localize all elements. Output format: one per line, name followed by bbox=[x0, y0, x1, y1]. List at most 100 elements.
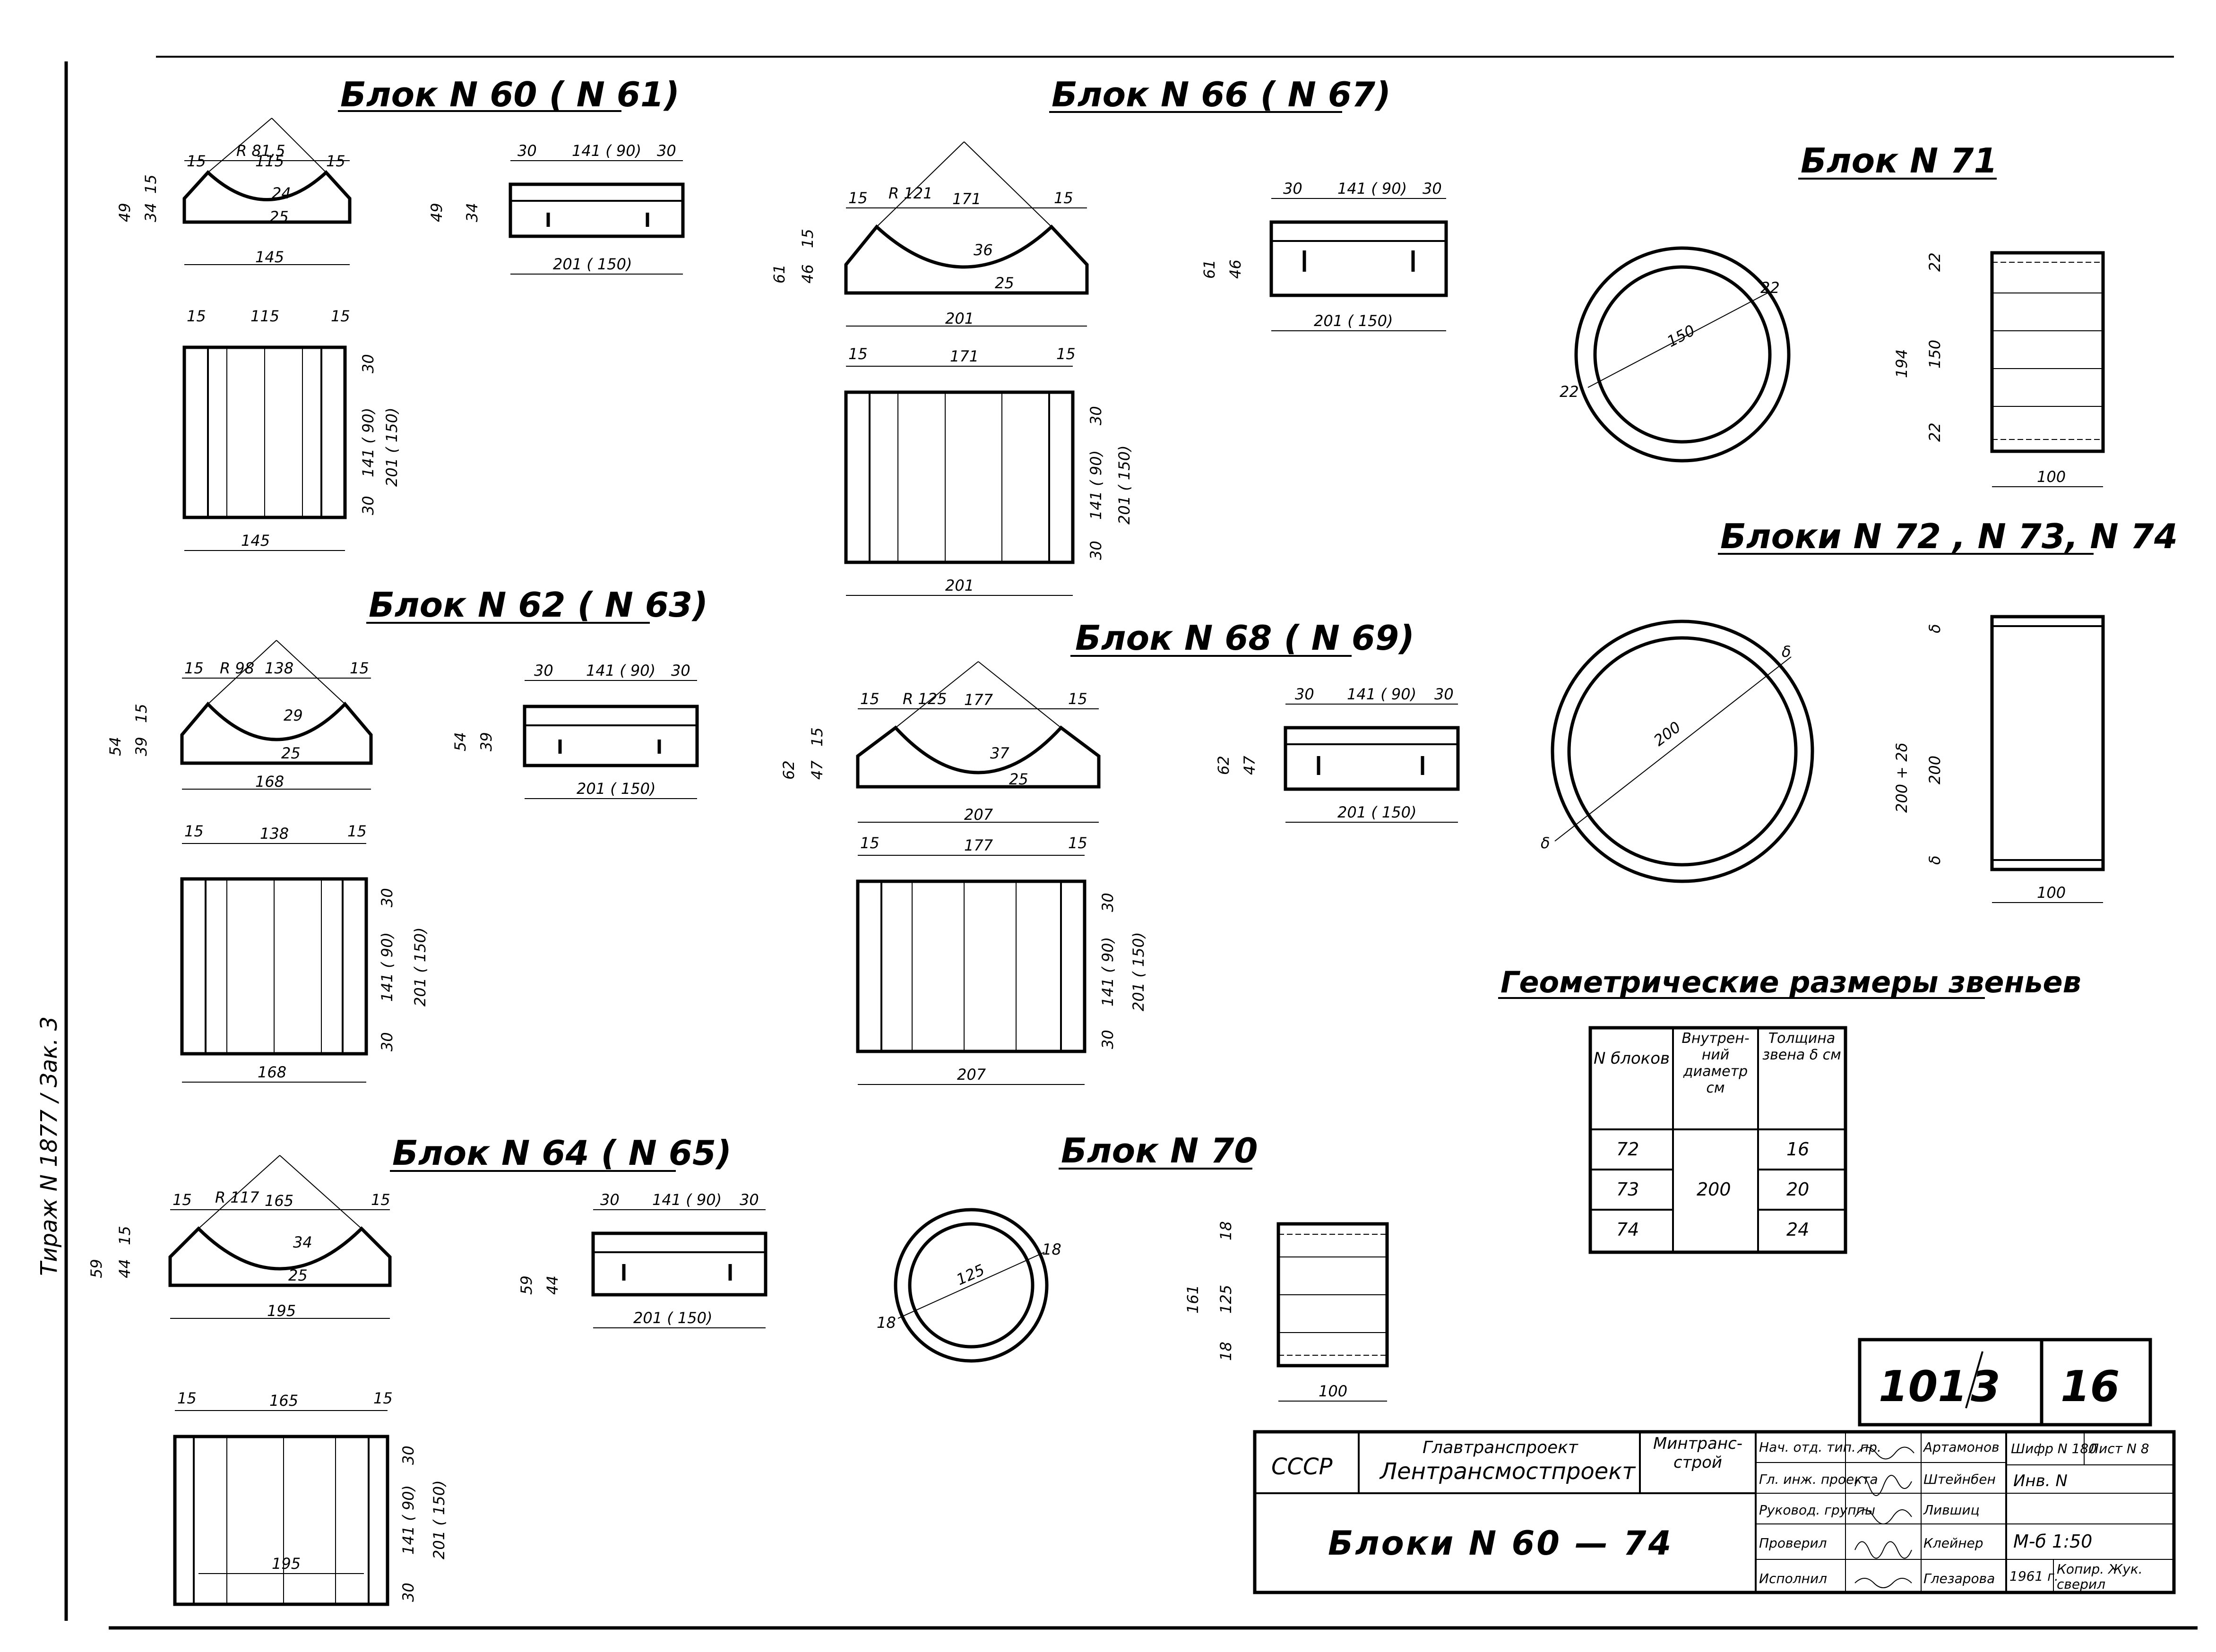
svg-text:100: 100 bbox=[1319, 1382, 1347, 1400]
svg-text:25: 25 bbox=[281, 744, 301, 762]
block-66: Блок N 66 ( N 67) R 121 171 201 15 15 36… bbox=[770, 75, 1448, 596]
geometry-table: Геометрические размеры звеньев N блоков … bbox=[1498, 965, 2081, 1254]
geometry-table-title: Геометрические размеры звеньев bbox=[1500, 965, 2081, 999]
stamp-role-4: Проверил bbox=[1759, 1535, 1827, 1551]
svg-text:15: 15 bbox=[187, 307, 206, 325]
stamp-check: сверил bbox=[2057, 1576, 2105, 1592]
svg-text:R 98: R 98 bbox=[220, 659, 254, 677]
svg-text:15: 15 bbox=[347, 822, 367, 840]
svg-text:30: 30 bbox=[534, 662, 553, 680]
svg-text:141 ( 90): 141 ( 90) bbox=[652, 1191, 722, 1209]
svg-text:15: 15 bbox=[326, 152, 345, 170]
b60-top: 115 bbox=[255, 152, 284, 170]
block-71-ring-inner bbox=[1593, 265, 1772, 444]
svg-text:34: 34 bbox=[293, 1233, 312, 1251]
stamp-role-2: Гл. инж. проекта bbox=[1759, 1471, 1878, 1487]
svg-text:15: 15 bbox=[1056, 345, 1076, 363]
stamp-role-3: Руковод. группы bbox=[1759, 1502, 1875, 1518]
stamp-name-2: Штейнбен bbox=[1923, 1471, 1996, 1487]
block-60-title: Блок N 60 ( N 61) bbox=[340, 75, 680, 114]
svg-text:54: 54 bbox=[451, 732, 469, 751]
svg-text:15: 15 bbox=[142, 174, 160, 194]
svg-text:171: 171 bbox=[952, 190, 981, 208]
svg-text:200 + 2δ: 200 + 2δ bbox=[1893, 743, 1911, 813]
block-71: Блок N 71 150 22 22 100 194 150 22 22 bbox=[1560, 141, 2105, 487]
block-68: Блок N 68 ( N 69) R 125 177 207 15 15 37… bbox=[780, 618, 1460, 1085]
stamp-title: Блоки N 60 — 74 bbox=[1328, 1524, 1673, 1563]
block-72-ring-inner bbox=[1567, 636, 1798, 867]
geometry-table-frame bbox=[1588, 1026, 1847, 1254]
svg-text:141 ( 90): 141 ( 90) bbox=[1337, 180, 1407, 198]
block-72-ring-outer bbox=[1551, 620, 1814, 883]
b60-w: 145 bbox=[255, 248, 284, 266]
svg-text:15: 15 bbox=[116, 1226, 134, 1245]
table-header-diameter: Внутрен-ний диаметр см bbox=[1681, 1030, 1750, 1096]
svg-text:200: 200 bbox=[1650, 718, 1684, 749]
block-72-side bbox=[1990, 615, 2105, 871]
stamp-name-4: Клейнер bbox=[1923, 1535, 1983, 1551]
svg-text:15: 15 bbox=[808, 727, 826, 747]
block-71-ring-outer bbox=[1574, 246, 1791, 463]
stamp-inv: Инв. N bbox=[2013, 1471, 2068, 1490]
svg-text:141 ( 90): 141 ( 90) bbox=[1347, 685, 1416, 703]
table-row-2-block: 73 bbox=[1616, 1179, 1639, 1200]
svg-text:47: 47 bbox=[808, 760, 826, 780]
svg-text:59: 59 bbox=[517, 1275, 535, 1295]
svg-text:141 ( 90): 141 ( 90) bbox=[1087, 450, 1105, 520]
svg-text:46: 46 bbox=[799, 264, 817, 284]
block-62-side bbox=[523, 705, 699, 767]
svg-text:201 ( 150): 201 ( 150) bbox=[1314, 312, 1393, 330]
stamp-ministry: Минтранс-строй bbox=[1653, 1434, 1743, 1472]
block-70: Блок N 70 125 18 18 100 161 125 18 18 bbox=[877, 1131, 1389, 1402]
svg-text:15: 15 bbox=[184, 822, 204, 840]
svg-text:22: 22 bbox=[1926, 252, 1944, 272]
svg-text:22: 22 bbox=[1760, 279, 1780, 297]
svg-text:15: 15 bbox=[331, 307, 350, 325]
svg-text:15: 15 bbox=[860, 834, 880, 852]
stamp-copy: Копир. Жук. bbox=[2057, 1561, 2143, 1577]
svg-text:161: 161 bbox=[1184, 1285, 1202, 1314]
svg-text:201 ( 150): 201 ( 150) bbox=[430, 1480, 448, 1559]
svg-text:30: 30 bbox=[600, 1191, 620, 1209]
stamp-country: СССР bbox=[1271, 1454, 1333, 1480]
svg-text:201: 201 bbox=[945, 576, 974, 594]
svg-text:177: 177 bbox=[964, 691, 993, 709]
svg-text:201: 201 bbox=[945, 310, 974, 327]
block-68-title: Блок N 68 ( N 69) bbox=[1075, 618, 1414, 658]
svg-text:168: 168 bbox=[255, 773, 284, 791]
block-60-side bbox=[509, 182, 685, 238]
svg-text:141 ( 90): 141 ( 90) bbox=[399, 1485, 417, 1555]
svg-text:R 117: R 117 bbox=[215, 1188, 259, 1206]
svg-text:25: 25 bbox=[269, 208, 289, 226]
svg-text:15: 15 bbox=[172, 1191, 192, 1209]
svg-text:30: 30 bbox=[359, 354, 377, 373]
svg-text:30: 30 bbox=[1099, 1030, 1117, 1049]
svg-text:171: 171 bbox=[950, 347, 979, 365]
svg-text:200: 200 bbox=[1926, 756, 1944, 784]
block-71-side bbox=[1990, 251, 2105, 453]
svg-text:201 ( 150): 201 ( 150) bbox=[411, 928, 429, 1007]
stamp-code-2: 3 bbox=[1971, 1362, 2000, 1411]
svg-text:49: 49 bbox=[428, 203, 446, 222]
svg-text:177: 177 bbox=[964, 836, 993, 854]
block-64: Блок N 64 ( N 65) R 117 165 195 15 15 34… bbox=[87, 1133, 767, 1606]
block-70-title: Блок N 70 bbox=[1061, 1131, 1258, 1170]
svg-text:201 ( 150): 201 ( 150) bbox=[1115, 446, 1133, 525]
svg-text:15: 15 bbox=[184, 659, 204, 677]
svg-text:47: 47 bbox=[1241, 756, 1259, 775]
svg-text:30: 30 bbox=[517, 142, 537, 160]
svg-text:30: 30 bbox=[359, 496, 377, 515]
svg-text:141 ( 90): 141 ( 90) bbox=[572, 142, 641, 160]
svg-text:62: 62 bbox=[780, 760, 798, 780]
svg-text:141 ( 90): 141 ( 90) bbox=[378, 932, 396, 1002]
svg-text:30: 30 bbox=[399, 1583, 417, 1602]
table-row-1-block: 72 bbox=[1616, 1139, 1639, 1160]
table-row-3-thickness: 24 bbox=[1786, 1219, 1809, 1240]
svg-text:15: 15 bbox=[860, 690, 880, 708]
block-70-ring-inner bbox=[908, 1222, 1035, 1349]
block-64-side bbox=[591, 1231, 767, 1297]
svg-text:15: 15 bbox=[371, 1191, 390, 1209]
svg-text:15: 15 bbox=[373, 1389, 393, 1407]
block-70-ring-outer bbox=[894, 1208, 1049, 1363]
stamp-scale: М-б 1:50 bbox=[2013, 1531, 2092, 1552]
